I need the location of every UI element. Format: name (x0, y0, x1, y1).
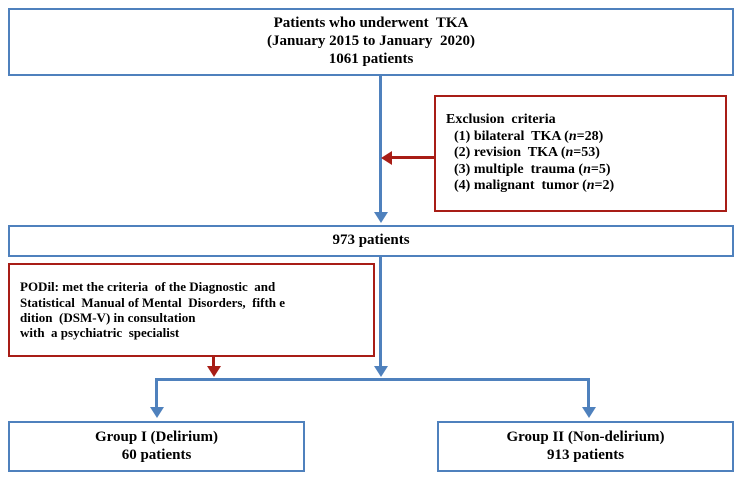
exclusion-item-2-value: =53) (573, 145, 600, 161)
remaining-to-split-arrowhead (373, 366, 388, 377)
enrolled-to-remaining-arrowhead (373, 212, 388, 223)
group-one-title: Group I (Delirium) (94, 428, 219, 445)
exclusion-item-2: (2) revision TKA (n=53) (446, 145, 717, 162)
group-one-count: 60 patients (121, 446, 192, 463)
exclusion-to-trunk-line (392, 156, 434, 159)
exclusion-item-4: (4) malignant tumor (n=2) (446, 178, 717, 195)
enrolled-line-3: 1061 patients (328, 50, 414, 67)
remaining-patients-label: 973 patients (332, 232, 410, 249)
exclusion-item-2-n: n (565, 145, 574, 161)
enrolled-to-remaining-line (379, 76, 382, 213)
group-two-count: 913 patients (546, 446, 625, 463)
remaining-patients-box: 973 patients (8, 225, 734, 257)
exclusion-item-4-n: n (586, 178, 595, 194)
exclusion-criteria-box: Exclusion criteria (1) bilateral TKA (n=… (434, 95, 727, 212)
group-one-delirium-box: Group I (Delirium) 60 patients (8, 421, 305, 472)
podil-line-4: with a psychiatric specialist (20, 325, 180, 341)
exclusion-item-3-label: (3) multiple trauma ( (454, 161, 584, 177)
group-two-non-delirium-box: Group II (Non-delirium) 913 patients (437, 421, 734, 472)
enrolled-line-2: (January 2015 to January 2020) (267, 33, 475, 50)
podil-to-split-arrowhead (206, 366, 221, 377)
group-two-title: Group II (Non-delirium) (506, 428, 665, 445)
remaining-to-split-line (379, 257, 382, 366)
split-to-group-one-arrowhead (149, 407, 164, 418)
exclusion-item-1-value: =28) (576, 128, 604, 144)
exclusion-item-2-label: (2) revision TKA ( (454, 145, 566, 161)
podil-to-split-line (212, 357, 215, 366)
exclusion-item-3: (3) multiple trauma (n=5) (446, 162, 717, 179)
enrolled-patients-box: Patients who underwent TKA (January 2015… (8, 8, 734, 76)
exclusion-item-1: (1) bilateral TKA (n=28) (446, 129, 717, 146)
exclusion-item-3-n: n (583, 161, 591, 177)
podil-line-3: dition (DSM-V) in consultation (20, 310, 196, 325)
exclusion-item-4-value: =2) (594, 178, 615, 194)
exclusion-item-1-label: (1) bilateral TKA ( (454, 128, 569, 144)
enrolled-line-1: Patients who underwent TKA (273, 15, 469, 32)
exclusion-to-trunk-arrowhead (381, 150, 392, 165)
exclusion-item-1-n: n (568, 128, 577, 144)
podil-definition-box: PODil: met the criteria of the Diagnosti… (8, 263, 375, 357)
podil-line-1: PODil: met the criteria of the Diagnosti… (20, 279, 276, 295)
group-split-bar (155, 378, 590, 381)
split-to-group-two-line (587, 378, 590, 407)
split-to-group-two-arrowhead (581, 407, 596, 418)
podil-line-2: Statistical Manual of Mental Disorders, … (20, 294, 286, 310)
exclusion-item-4-label: (4) malignant tumor ( (454, 178, 587, 194)
split-to-group-one-line (155, 378, 158, 407)
exclusion-heading: Exclusion criteria (446, 112, 556, 128)
exclusion-item-3-value: =5) (590, 161, 611, 177)
